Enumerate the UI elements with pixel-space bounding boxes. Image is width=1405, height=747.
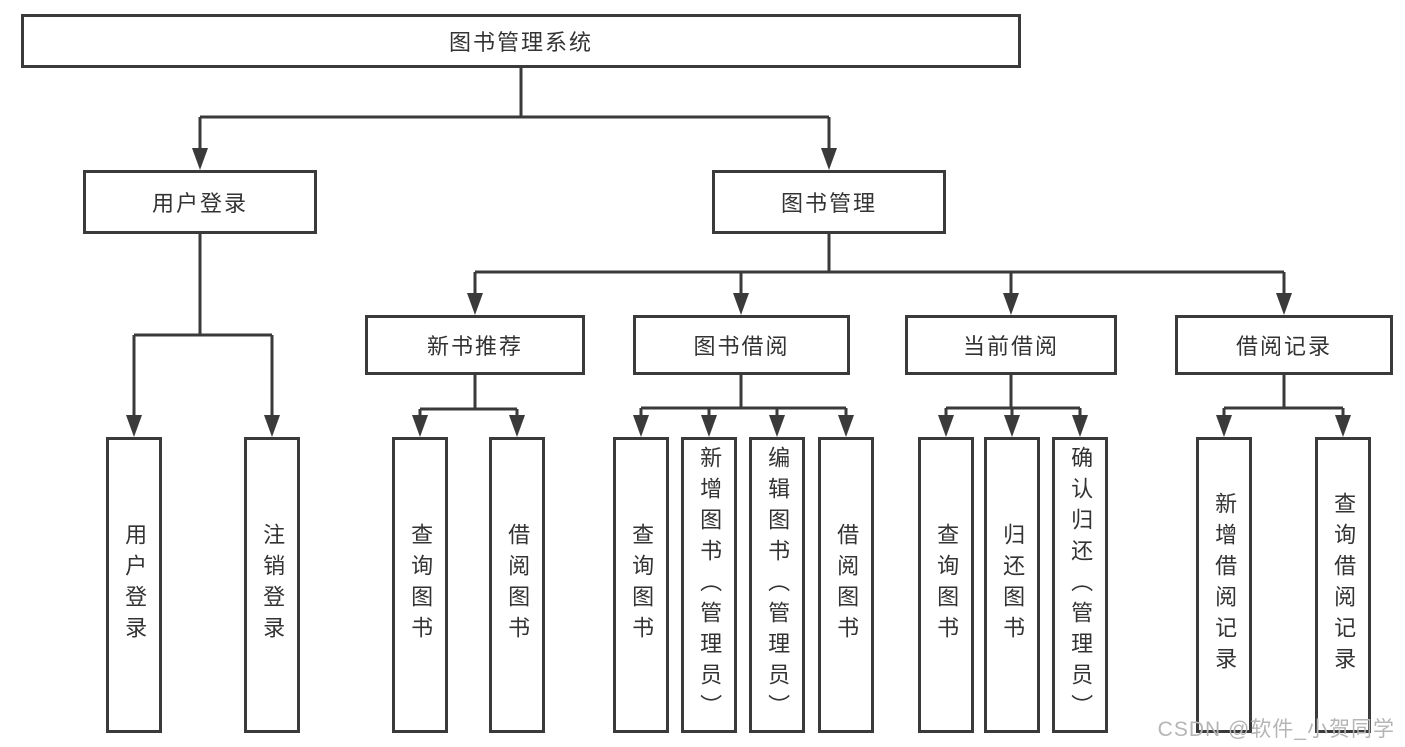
connector-currentborrow-to-leaves (944, 375, 1082, 419)
node-borrow-records-label: 借阅记录 (1235, 334, 1332, 359)
leaf-user-login: 用户登录 (106, 437, 162, 733)
connector-newbooks-to-leaves (418, 375, 519, 419)
node-root-label: 图书管理系统 (448, 30, 593, 55)
leaf-add-book-admin: 新增图书（管理员） (681, 437, 737, 733)
arrowhead-icon (1216, 415, 1232, 437)
arrowhead-icon (126, 415, 142, 437)
arrowhead-icon (769, 415, 785, 437)
node-current-borrow: 当前借阅 (905, 315, 1117, 375)
leaf-return-book-label: 归还图书 (1000, 523, 1026, 647)
leaf-query-books-current-label: 查询图书 (934, 523, 960, 647)
leaf-borrow-books-borrow-label: 借阅图书 (834, 523, 860, 647)
arrowhead-icon (412, 415, 428, 437)
leaf-borrow-books-newbooks-label: 借阅图书 (505, 523, 531, 647)
arrowhead-icon (1004, 415, 1020, 437)
arrowhead-icon (192, 148, 208, 170)
node-borrow-records: 借阅记录 (1175, 315, 1393, 375)
node-book-borrow: 图书借阅 (633, 315, 850, 375)
arrowhead-icon (938, 415, 954, 437)
arrowhead-icon (1276, 293, 1292, 315)
node-user-login-label: 用户登录 (151, 191, 248, 216)
arrowhead-icon (633, 415, 649, 437)
leaf-borrow-books-borrow: 借阅图书 (818, 437, 874, 733)
arrowhead-icon (701, 415, 717, 437)
leaf-query-books-borrow-label: 查询图书 (629, 523, 655, 647)
node-book-mgmt-label: 图书管理 (780, 191, 877, 216)
connector-borrowrecords-to-leaves (1222, 375, 1345, 419)
leaf-query-books-newbooks-label: 查询图书 (408, 523, 434, 647)
leaf-edit-book-admin-label: 编辑图书（管理员） (765, 445, 791, 725)
arrowhead-icon (1003, 293, 1019, 315)
arrowhead-icon (1072, 415, 1088, 437)
arrowhead-icon (821, 148, 837, 170)
arrowhead-icon (509, 415, 525, 437)
leaf-query-borrow-record: 查询借阅记录 (1315, 437, 1371, 733)
leaf-borrow-books-newbooks: 借阅图书 (489, 437, 545, 733)
leaf-logout-label: 注销登录 (260, 523, 286, 647)
leaf-user-login-label: 用户登录 (122, 523, 148, 647)
connector-bookborrow-to-leaves (639, 375, 848, 419)
node-user-login: 用户登录 (83, 170, 317, 234)
node-book-mgmt: 图书管理 (712, 170, 946, 234)
leaf-add-borrow-record-label: 新增借阅记录 (1212, 492, 1238, 678)
node-book-borrow-label: 图书借阅 (693, 334, 790, 359)
leaf-edit-book-admin: 编辑图书（管理员） (749, 437, 805, 733)
csdn-watermark: CSDN @软件_小贺同学 (1157, 718, 1395, 741)
connector-root-to-level2 (198, 68, 831, 152)
arrowhead-icon (467, 293, 483, 315)
arrowhead-icon (733, 293, 749, 315)
leaf-confirm-return-admin-label: 确认归还（管理员） (1068, 445, 1094, 725)
leaf-return-book: 归还图书 (984, 437, 1040, 733)
leaf-query-borrow-record-label: 查询借阅记录 (1331, 492, 1357, 678)
node-current-borrow-label: 当前借阅 (962, 334, 1059, 359)
connector-bookmgmt-to-level3 (473, 234, 1286, 297)
leaf-logout: 注销登录 (244, 437, 300, 733)
connector-userlogin-to-leaves (132, 234, 274, 419)
node-new-books: 新书推荐 (365, 315, 585, 375)
node-root: 图书管理系统 (21, 14, 1021, 68)
leaf-query-books-borrow: 查询图书 (613, 437, 669, 733)
leaf-query-books-newbooks: 查询图书 (392, 437, 448, 733)
leaf-query-books-current: 查询图书 (918, 437, 974, 733)
node-new-books-label: 新书推荐 (426, 334, 523, 359)
leaf-confirm-return-admin: 确认归还（管理员） (1052, 437, 1108, 733)
arrowhead-icon (838, 415, 854, 437)
leaf-add-book-admin-label: 新增图书（管理员） (697, 445, 723, 725)
arrowhead-icon (264, 415, 280, 437)
arrowhead-icon (1335, 415, 1351, 437)
leaf-add-borrow-record: 新增借阅记录 (1196, 437, 1252, 733)
